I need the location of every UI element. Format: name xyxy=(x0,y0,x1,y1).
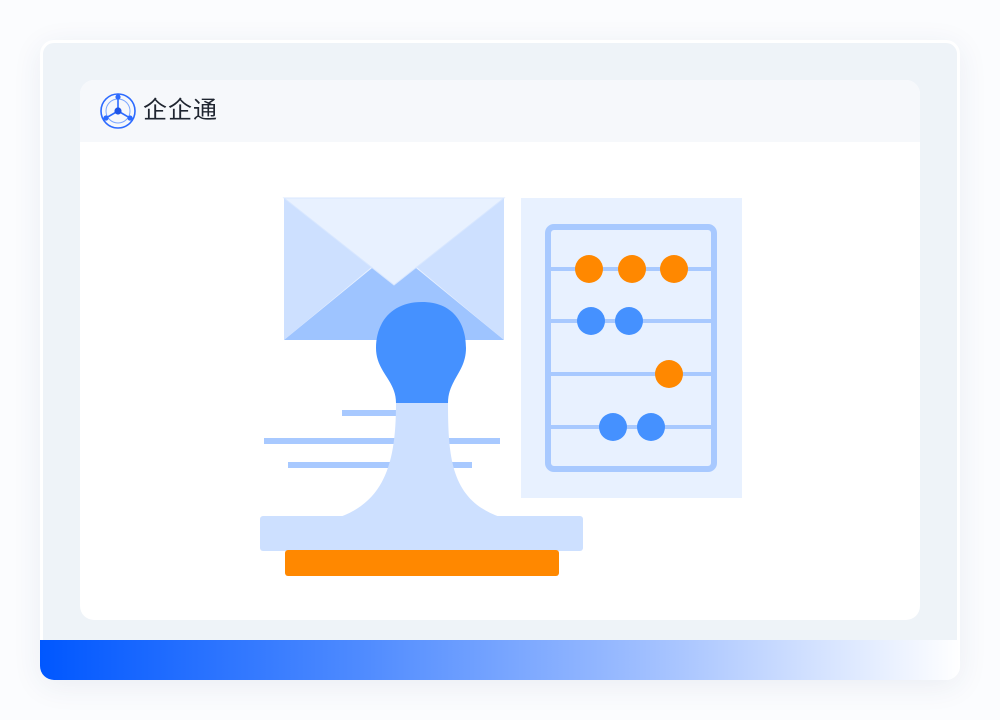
motion-lines xyxy=(264,410,500,468)
abacus-beads xyxy=(575,255,688,441)
stamp-icon xyxy=(260,302,583,576)
abacus-icon xyxy=(521,198,742,498)
card-header: 企企通 xyxy=(80,80,920,142)
seal-and-abacus-illustration xyxy=(260,197,742,576)
brand-name: 企企通 xyxy=(143,96,218,124)
content-card: 企企通 xyxy=(80,80,920,620)
app-frame: 企企通 xyxy=(40,40,960,680)
accent-gradient-bar xyxy=(40,640,960,680)
network-hub-icon xyxy=(100,93,136,129)
envelope-icon xyxy=(282,197,506,340)
